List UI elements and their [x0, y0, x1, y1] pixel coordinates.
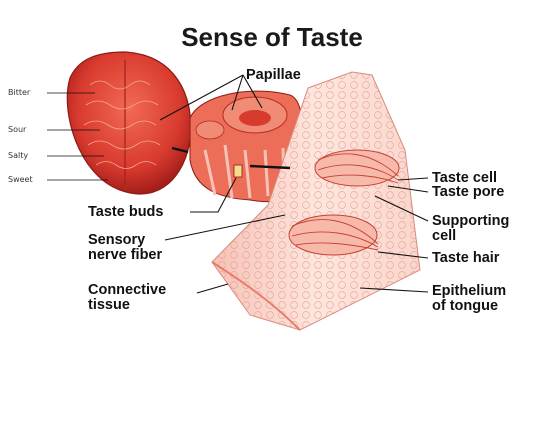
- label-line: Supporting: [432, 213, 510, 229]
- taste-bud-lower: [288, 214, 379, 256]
- label-taste-pore: Taste pore: [432, 184, 505, 200]
- label-line: Sensory: [88, 232, 146, 248]
- label-taste-hair: Taste hair: [432, 250, 500, 266]
- diagram-title: Sense of Taste: [181, 22, 363, 52]
- label-line: Connective: [88, 282, 167, 298]
- epithelium-illustration: [211, 71, 421, 331]
- label-supporting-cell: Supporting cell: [432, 214, 509, 244]
- label-line: cell: [432, 228, 457, 244]
- label-epithelium: Epithelium of tongue: [432, 284, 506, 314]
- label-line: tissue: [88, 297, 130, 313]
- leader-lines: [47, 74, 429, 294]
- tongue-illustration: [66, 51, 192, 195]
- tongue-zone-sour: Sour: [8, 125, 27, 134]
- label-taste-buds: Taste buds: [88, 204, 164, 220]
- label-sensory-nerve-fiber: Sensory nerve fiber: [88, 233, 162, 263]
- taste-bud-upper: [314, 149, 400, 187]
- label-connective-tissue: Connective tissue: [88, 283, 166, 313]
- label-papillae: Papillae: [246, 67, 301, 83]
- label-line: of tongue: [432, 298, 499, 314]
- tongue-zone-salty: Salty: [8, 151, 29, 160]
- tongue-zone-bitter: Bitter: [8, 88, 31, 97]
- label-line: nerve fiber: [88, 247, 163, 263]
- tongue-zone-sweet: Sweet: [8, 175, 33, 184]
- label-line: Epithelium: [432, 283, 507, 299]
- label-taste-cell: Taste cell: [432, 170, 498, 186]
